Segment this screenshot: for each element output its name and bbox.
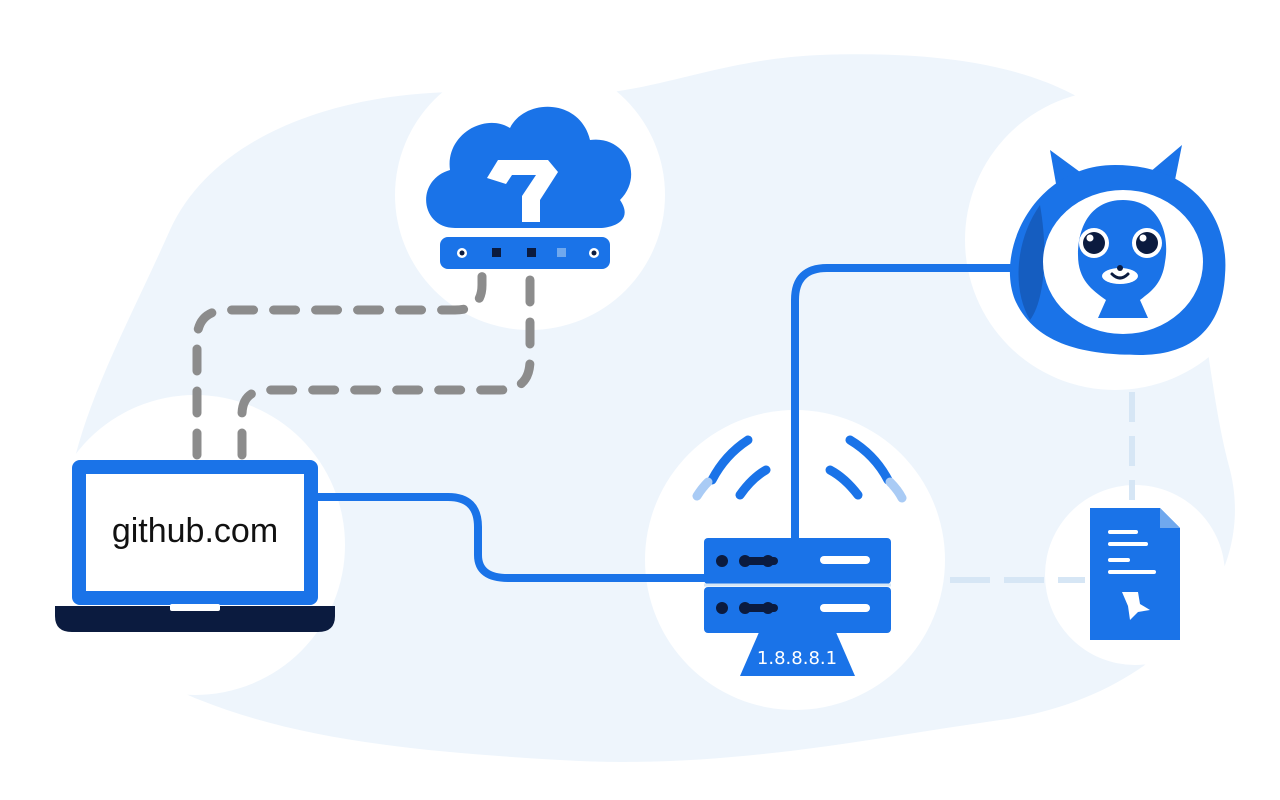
solid-link-laptop-server [314, 493, 709, 582]
cloud-question-icon [426, 106, 632, 228]
mascot-creature-icon [1009, 145, 1226, 355]
wifi-signal-icon [692, 435, 907, 503]
solid-link-server-mascot [791, 264, 1024, 544]
laptop-screen-text: github.com [112, 512, 278, 550]
document-icon [1090, 508, 1180, 640]
laptop-icon [55, 460, 335, 632]
server-ip-label: 1.8.8.8.1 [757, 648, 837, 669]
router-icon [440, 237, 610, 269]
dashed-link-laptop-router [192, 265, 535, 460]
server-rack-icon [704, 538, 891, 676]
